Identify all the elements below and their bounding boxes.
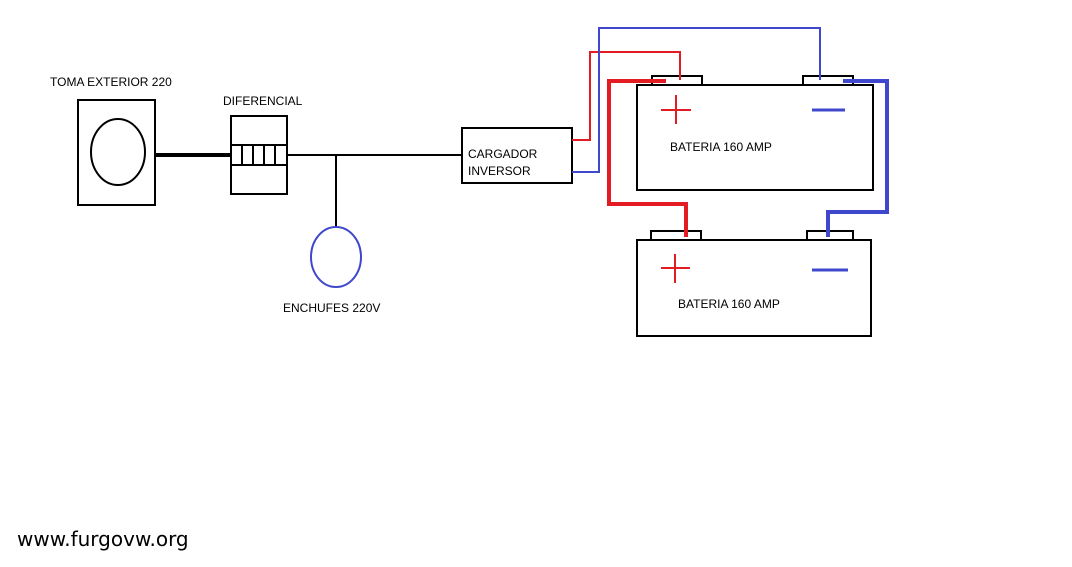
enchufes-label: ENCHUFES 220V [283,301,380,315]
toma-exterior-socket [90,118,146,186]
enchufes-outlet [310,226,362,288]
cable-negativo-puente [826,79,889,237]
bateria-inferior-terminal-pos [650,230,702,241]
cargador-label-line2: INVERSOR [468,164,531,178]
bateria-superior: BATERIA 160 AMP [636,75,874,191]
bateria-inferior-label: BATERIA 160 AMP [678,297,780,311]
cable-positivo-cargador [572,51,681,141]
cable-positivo-puente [607,79,688,237]
toma-exterior: TOMA EXTERIOR 220 [50,75,172,206]
bateria-inferior: BATERIA 160 AMP [636,230,872,337]
cargador-inversor: CARGADOR INVERSOR [461,127,573,184]
enchufes: ENCHUFES 220V [283,226,380,315]
bateria-superior-plus-icon [661,95,691,124]
diferencial-box [230,115,288,195]
toma-exterior-box [77,99,156,206]
cargador-box [461,127,573,184]
diferencial-label: DIFERENCIAL [223,94,303,108]
watermark: www.furgovw.org [17,527,189,551]
bateria-inferior-plus-icon [661,254,690,283]
cargador-label-line1: CARGADOR [468,147,538,161]
bateria-inferior-box [636,239,872,337]
bateria-superior-box [636,84,874,191]
bateria-superior-label: BATERIA 160 AMP [670,140,772,154]
diferencial: DIFERENCIAL [223,94,303,195]
cable-negativo-cargador [572,27,821,173]
toma-exterior-label: TOMA EXTERIOR 220 [50,75,172,89]
